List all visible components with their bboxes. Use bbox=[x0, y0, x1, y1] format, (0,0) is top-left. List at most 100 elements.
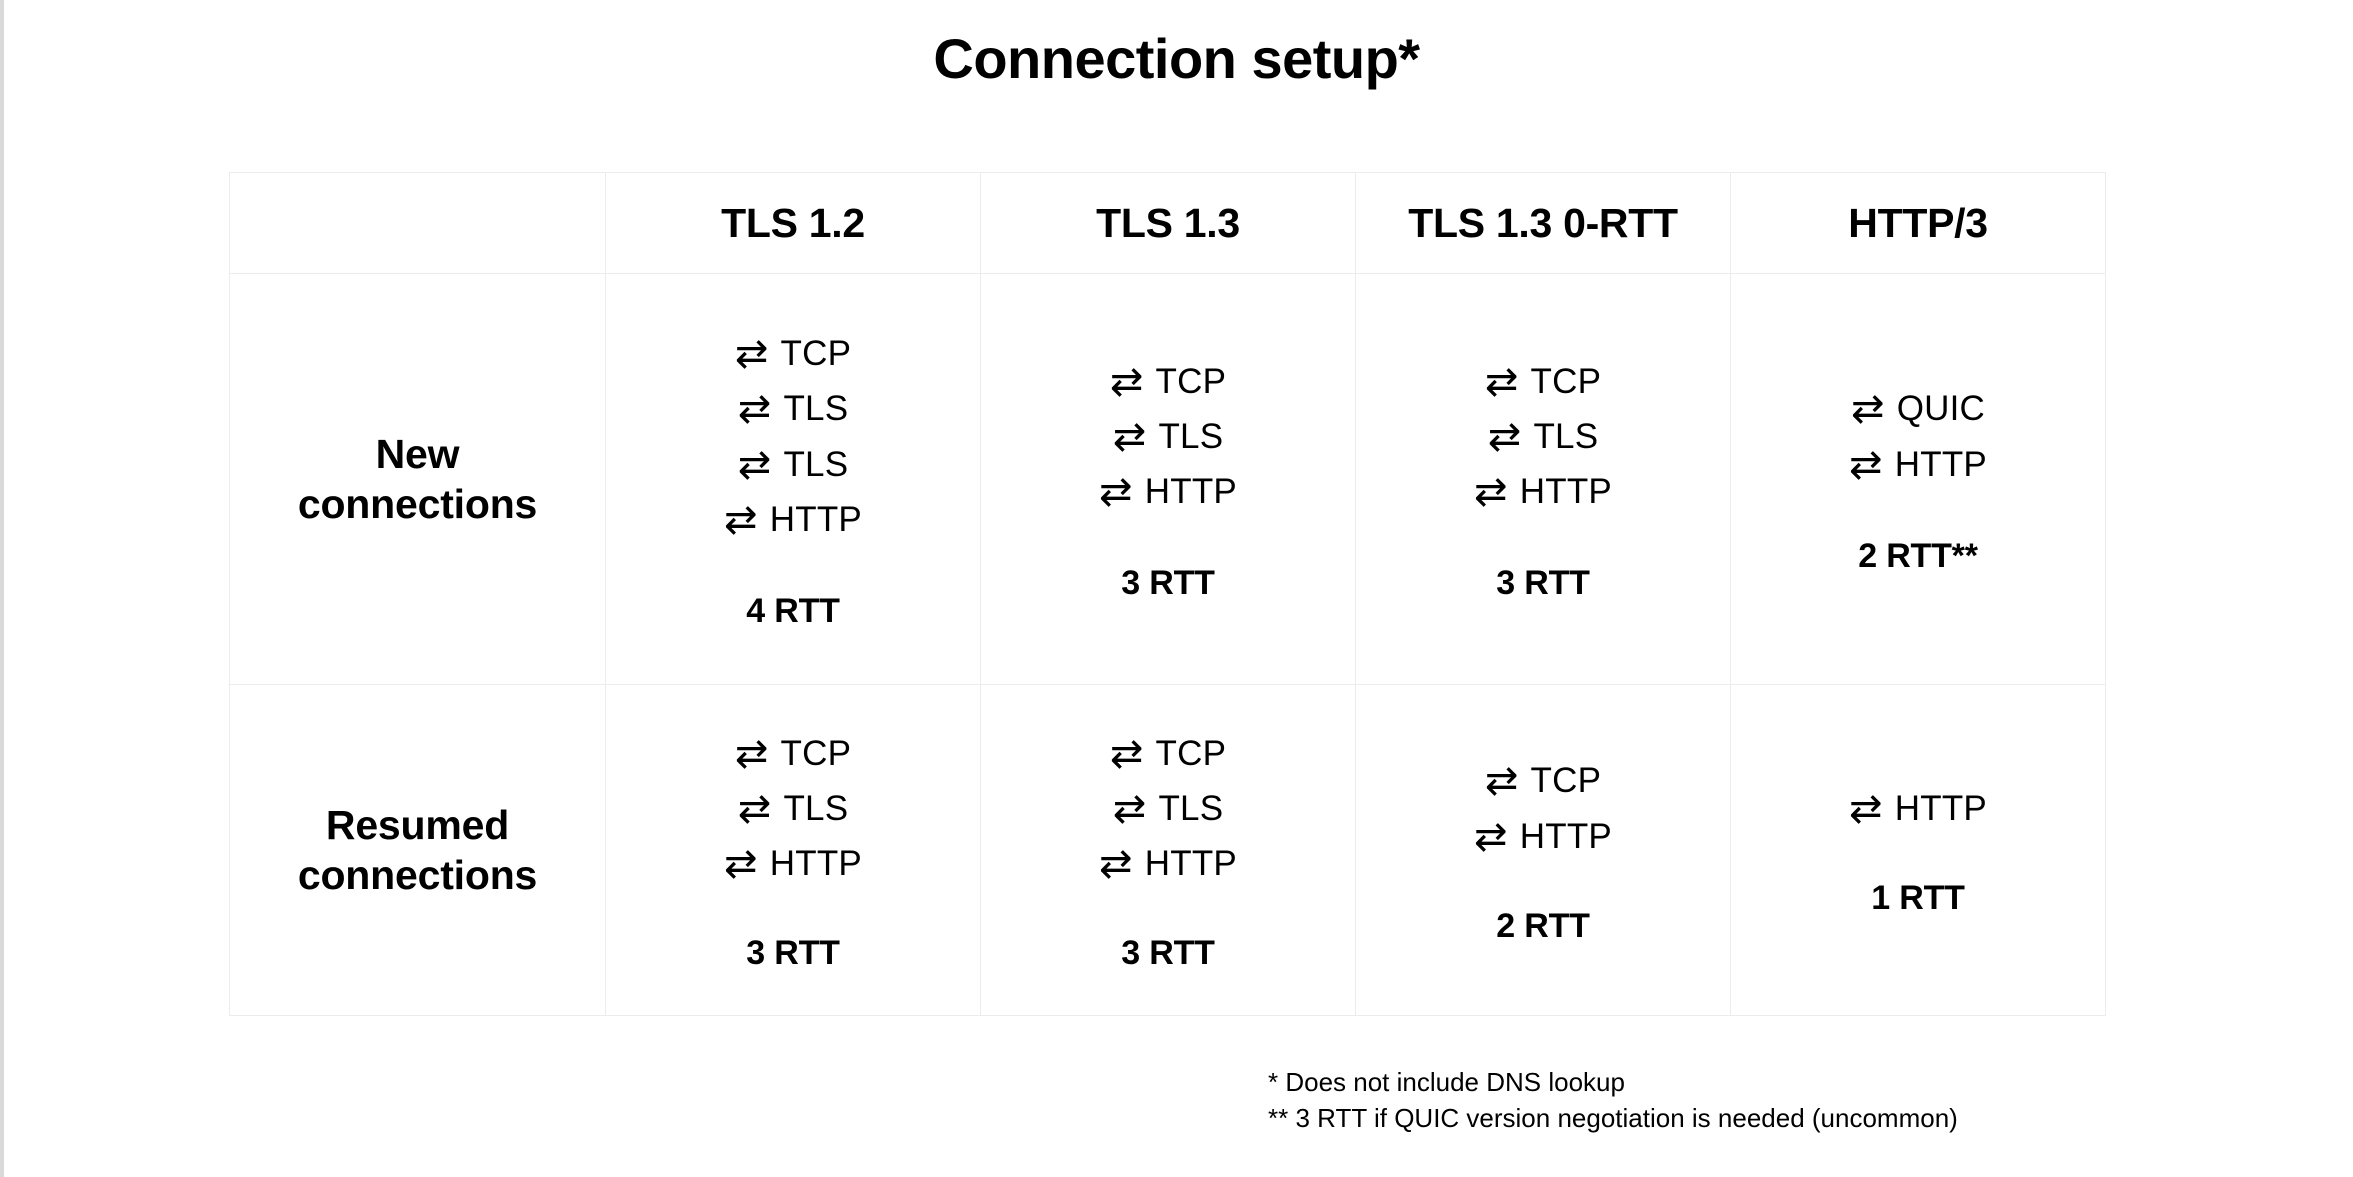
exchange-arrows-icon: ⇄ bbox=[1112, 413, 1147, 460]
handshake-step: ⇄ HTTP bbox=[606, 837, 980, 892]
handshake-step-list: ⇄ QUIC ⇄HTTP bbox=[1731, 382, 2105, 492]
handshake-step: ⇄ TLS bbox=[606, 382, 980, 437]
exchange-arrows-icon: ⇄ bbox=[1474, 813, 1508, 860]
handshake-step: ⇄ TLS bbox=[1356, 410, 1730, 465]
footnote-dns: * Does not include DNS lookup bbox=[1268, 1067, 1625, 1097]
rtt-total: 4 RTT bbox=[746, 591, 840, 630]
row-label-line-1: New bbox=[375, 430, 460, 477]
exchange-arrows-icon: ⇄ bbox=[1474, 469, 1508, 516]
exchange-arrows-icon: ⇄ bbox=[734, 331, 769, 378]
step-label: TCP bbox=[1155, 733, 1227, 773]
step-label: TLS bbox=[783, 389, 849, 429]
handshake-step: ⇄ HTTP bbox=[981, 465, 1355, 520]
cell-resumed-tls13-0rtt: ⇄TCP ⇄ HTTP 2 RTT bbox=[1355, 684, 1731, 1016]
handshake-step-list: ⇄TCP ⇄TLS ⇄TLS ⇄HTTP bbox=[606, 327, 980, 548]
handshake-step: ⇄HTTP bbox=[1731, 438, 2105, 493]
step-label: TCP bbox=[1530, 761, 1602, 801]
rtt-total: 3 RTT bbox=[1496, 564, 1590, 603]
handshake-step: ⇄ HTTP bbox=[1356, 465, 1730, 520]
handshake-step: ⇄ TCP bbox=[981, 727, 1355, 782]
row-label-new-connections: New connections bbox=[229, 273, 606, 685]
table-body: New connections ⇄TCP ⇄TLS ⇄TLS ⇄HTTP 4 R… bbox=[229, 273, 2106, 1016]
table-row: Resumed connections ⇄TCP ⇄TLS ⇄HTTP 3 RT… bbox=[229, 684, 2106, 1016]
handshake-step-list: ⇄ HTTP bbox=[1731, 782, 2105, 837]
column-header-tls12: TLS 1.2 bbox=[605, 172, 981, 274]
row-label-resumed-connections: Resumed connections bbox=[229, 684, 606, 1016]
cell-new-tls12: ⇄TCP ⇄TLS ⇄TLS ⇄HTTP 4 RTT bbox=[605, 273, 981, 685]
cell-new-tls13-0rtt: ⇄TCP ⇄TLS ⇄HTTP 3 RTT bbox=[1355, 273, 1731, 685]
handshake-step: ⇄ TLS bbox=[606, 438, 980, 493]
slide-edge-strip bbox=[0, 0, 4, 1177]
handshake-step: ⇄ TLS bbox=[606, 782, 980, 837]
column-header-tls13: TLS 1.3 bbox=[980, 172, 1356, 274]
step-label: HTTP bbox=[769, 499, 862, 539]
table-corner-cell bbox=[229, 172, 606, 274]
exchange-arrows-icon: ⇄ bbox=[1850, 386, 1885, 433]
step-label: HTTP bbox=[1144, 472, 1237, 512]
handshake-step-list: ⇄TCP ⇄TLS ⇄HTTP bbox=[1356, 355, 1730, 521]
row-label-line-2: connections bbox=[297, 481, 538, 527]
exchange-arrows-icon: ⇄ bbox=[1109, 358, 1144, 405]
table-row: New connections ⇄TCP ⇄TLS ⇄TLS ⇄HTTP 4 R… bbox=[229, 273, 2106, 685]
step-label: HTTP bbox=[769, 844, 862, 884]
handshake-step: ⇄ HTTP bbox=[1731, 782, 2105, 837]
rtt-total: 1 RTT bbox=[1871, 879, 1965, 918]
handshake-step: ⇄TCP bbox=[1356, 754, 1730, 809]
cell-new-tls13: ⇄TCP ⇄TLS ⇄HTTP 3 RTT bbox=[980, 273, 1356, 685]
handshake-step: ⇄ TCP bbox=[981, 355, 1355, 410]
exchange-arrows-icon: ⇄ bbox=[1487, 413, 1522, 460]
rtt-total: 3 RTT bbox=[1121, 934, 1215, 973]
step-label: HTTP bbox=[1894, 444, 1987, 484]
step-label: HTTP bbox=[1894, 788, 1987, 828]
step-label: TLS bbox=[1533, 416, 1599, 456]
handshake-step-list: ⇄TCP ⇄ HTTP bbox=[1356, 754, 1730, 864]
handshake-step: ⇄TCP bbox=[606, 727, 980, 782]
exchange-arrows-icon: ⇄ bbox=[724, 496, 758, 543]
connection-setup-table: TLS 1.2 TLS 1.3 TLS 1.3 0-RTT HTTP/3 New… bbox=[229, 172, 2106, 1016]
handshake-step: ⇄ TCP bbox=[1356, 355, 1730, 410]
column-header-tls13-0rtt: TLS 1.3 0-RTT bbox=[1355, 172, 1731, 274]
table-header: TLS 1.2 TLS 1.3 TLS 1.3 0-RTT HTTP/3 bbox=[229, 172, 2106, 274]
exchange-arrows-icon: ⇄ bbox=[1099, 841, 1133, 888]
exchange-arrows-icon: ⇄ bbox=[1099, 469, 1133, 516]
exchange-arrows-icon: ⇄ bbox=[1849, 785, 1883, 832]
page-title: Connection setup* bbox=[933, 27, 1420, 90]
exchange-arrows-icon: ⇄ bbox=[1112, 785, 1147, 832]
step-label: QUIC bbox=[1896, 389, 1986, 429]
step-label: TCP bbox=[780, 733, 852, 773]
handshake-step: ⇄HTTP bbox=[981, 837, 1355, 892]
exchange-arrows-icon: ⇄ bbox=[1484, 358, 1519, 405]
exchange-arrows-icon: ⇄ bbox=[737, 441, 772, 488]
handshake-step-list: ⇄TCP ⇄TLS ⇄HTTP bbox=[981, 727, 1355, 893]
footnotes: * Does not include DNS lookup ** 3 RTT i… bbox=[1268, 1065, 1958, 1137]
exchange-arrows-icon: ⇄ bbox=[737, 785, 772, 832]
exchange-arrows-icon: ⇄ bbox=[1109, 730, 1144, 777]
step-label: TLS bbox=[1158, 788, 1224, 828]
step-label: TLS bbox=[1158, 416, 1224, 456]
step-label: TCP bbox=[1155, 361, 1227, 401]
exchange-arrows-icon: ⇄ bbox=[724, 841, 758, 888]
column-header-http3: HTTP/3 bbox=[1730, 172, 2106, 274]
step-label: HTTP bbox=[1519, 816, 1612, 856]
cell-resumed-http3: ⇄ HTTP 1 RTT bbox=[1730, 684, 2106, 1016]
cell-resumed-tls13: ⇄TCP ⇄TLS ⇄HTTP 3 RTT bbox=[980, 684, 1356, 1016]
rtt-total: 2 RTT** bbox=[1858, 536, 1978, 575]
step-label: TLS bbox=[783, 788, 849, 828]
handshake-step: ⇄ TCP bbox=[606, 327, 980, 382]
handshake-step-list: ⇄TCP ⇄ TLS ⇄ HTTP bbox=[606, 727, 980, 893]
handshake-step: ⇄ TLS bbox=[981, 410, 1355, 465]
handshake-step: ⇄ HTTP bbox=[606, 493, 980, 548]
handshake-step: ⇄ HTTP bbox=[1356, 810, 1730, 865]
row-label-line-1: Resumed bbox=[325, 801, 510, 848]
step-label: HTTP bbox=[1519, 472, 1612, 512]
handshake-step: ⇄ TLS bbox=[981, 782, 1355, 837]
step-label: TCP bbox=[1530, 361, 1602, 401]
cell-resumed-tls12: ⇄TCP ⇄TLS ⇄HTTP 3 RTT bbox=[605, 684, 981, 1016]
rtt-total: 2 RTT bbox=[1496, 906, 1590, 945]
exchange-arrows-icon: ⇄ bbox=[737, 386, 772, 433]
rtt-total: 3 RTT bbox=[1121, 564, 1215, 603]
step-label: TLS bbox=[783, 444, 849, 484]
step-label: TCP bbox=[780, 334, 852, 374]
handshake-step: ⇄ QUIC bbox=[1731, 382, 2105, 437]
